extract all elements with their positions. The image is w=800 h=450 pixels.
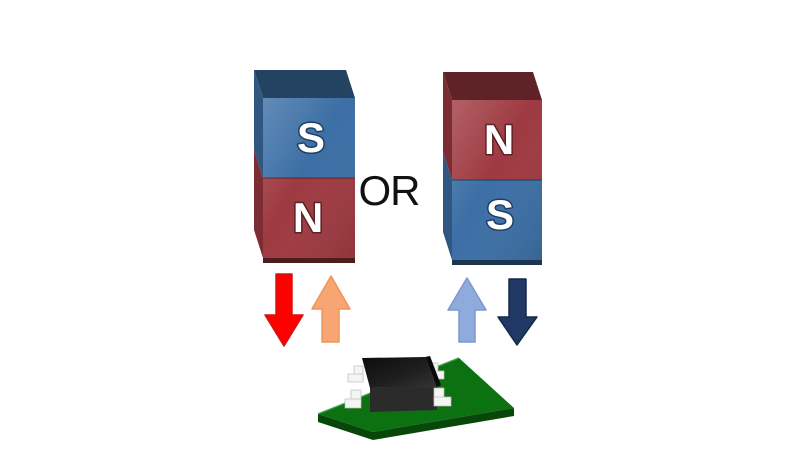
magnet-right-pole-junction — [452, 179, 542, 181]
magnet-right-side-face-lower — [443, 152, 452, 260]
magnet-left-side-face-upper — [254, 70, 263, 178]
chip-lead-back-left-foot — [347, 373, 364, 383]
light-blue-up-arrow — [447, 277, 487, 343]
chip-front-face — [370, 387, 437, 412]
pcb-front-edge — [373, 408, 514, 440]
dark-blue-down-arrow — [497, 278, 538, 346]
chip-top-face — [362, 357, 437, 388]
pcb-left-edge — [318, 414, 373, 440]
magnet-right: N S — [443, 72, 542, 265]
chip-lead-front-right-foot — [433, 396, 452, 407]
magnet-right-side-face-upper — [443, 72, 452, 180]
sensor-board — [317, 356, 514, 440]
chip-right-edge — [425, 356, 441, 387]
magnet-left-side-face-lower — [254, 150, 263, 258]
magnet-left-front-shading — [263, 98, 355, 258]
magnet-right-front-shading — [452, 100, 542, 260]
magnet-left: S N — [254, 70, 355, 263]
or-label: OR — [359, 167, 420, 214]
magnet-right-bottom-edge — [452, 260, 542, 265]
magnet-left-pole-junction — [263, 177, 355, 179]
chip-leads-front — [344, 387, 452, 409]
magnet-right-top-face — [443, 72, 542, 100]
magnet-left-bottom-pole-label: N — [293, 194, 323, 241]
field-direction-arrows — [264, 273, 538, 347]
magnet-left-top-face — [254, 70, 355, 98]
magnet-right-top-pole-label: N — [484, 116, 514, 163]
red-down-arrow — [264, 273, 304, 347]
orange-up-arrow — [311, 275, 351, 343]
magnet-left-top-pole-label: S — [297, 114, 325, 161]
magnet-left-bottom-edge — [263, 258, 355, 263]
magnet-right-bottom-pole-label: S — [486, 191, 514, 238]
chip-lead-front-left-foot — [344, 398, 362, 409]
